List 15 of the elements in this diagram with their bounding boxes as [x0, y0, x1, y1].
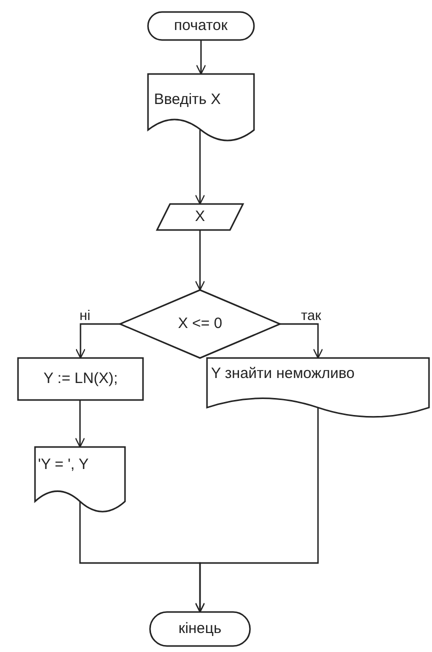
node-text: X [195, 208, 206, 225]
node-text: Y знайти неможливо [211, 366, 355, 382]
node-text: X <= 0 [178, 316, 222, 332]
arrow [280, 323, 324, 359]
arrow [75, 323, 120, 359]
arrow [194, 408, 319, 613]
node-text: початок [174, 18, 228, 34]
node-text: Y := LN(X); [44, 370, 118, 387]
node-text: 'Y = ', Y [38, 457, 89, 474]
arrow [194, 130, 206, 205]
node-text: Введіть X [154, 92, 221, 108]
arrow [196, 40, 206, 75]
arrow [74, 400, 86, 448]
arrow [194, 230, 206, 291]
node-text: кінець [178, 620, 222, 637]
